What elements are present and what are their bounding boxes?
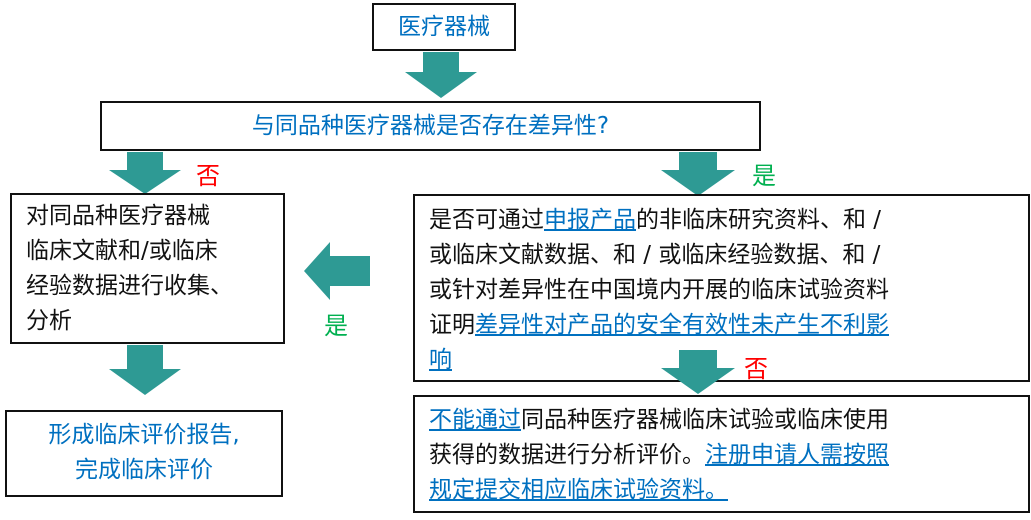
text: 是否可通过 <box>429 207 544 233</box>
no-label: 否 <box>744 355 768 383</box>
arrow-left-icon <box>304 242 370 300</box>
box-line: 或临床文献数据、和 / 或临床经验数据、和 / <box>429 242 881 268</box>
start-box: 医疗器械 <box>372 3 516 51</box>
text: 获得的数据进行分析评价。 <box>429 442 705 468</box>
link-applicant-requirement[interactable]: 注册申请人需按照 <box>705 442 889 468</box>
box-line: 对同品种医疗器械 <box>26 203 210 229</box>
link-cannot-pass[interactable]: 不能通过 <box>429 407 521 433</box>
box-line: 分析 <box>26 308 72 334</box>
difference-evidence-box: 是否可通过申报产品的非临床研究资料、和 / 或临床文献数据、和 / 或临床经验数… <box>413 194 1030 382</box>
start-label: 医疗器械 <box>398 14 490 40</box>
link-declared-product[interactable]: 申报产品 <box>544 207 636 233</box>
question-box: 与同品种医疗器械是否存在差异性? <box>100 101 761 151</box>
arrow-down-icon <box>661 152 735 196</box>
arrow-down-icon <box>661 350 735 394</box>
text: 同品种医疗器械临床试验或临床使用 <box>521 407 889 433</box>
clinical-trial-required-box: 不能通过同品种医疗器械临床试验或临床使用 获得的数据进行分析评价。注册申请人需按… <box>413 395 1030 513</box>
link-applicant-requirement-cont[interactable]: 规定提交相应临床试验资料。 <box>429 477 728 503</box>
link-no-adverse-effect-cont[interactable]: 响 <box>429 347 452 373</box>
evaluation-report-box: 形成临床评价报告, 完成临床评价 <box>5 410 283 497</box>
box-line: 经验数据进行收集、 <box>26 273 233 299</box>
collect-data-box: 对同品种医疗器械 临床文献和/或临床 经验数据进行收集、 分析 <box>10 193 285 344</box>
arrow-down-icon <box>405 52 477 98</box>
box-line: 完成临床评价 <box>75 457 213 483</box>
yes-label: 是 <box>324 312 348 340</box>
yes-label: 是 <box>752 162 776 190</box>
no-label: 否 <box>196 162 220 190</box>
box-line: 或针对差异性在中国境内开展的临床试验资料 <box>429 277 889 303</box>
box-line: 形成临床评价报告, <box>48 422 240 448</box>
link-no-adverse-effect[interactable]: 差异性对产品的安全有效性未产生不利影 <box>475 312 889 338</box>
arrow-down-icon <box>109 152 181 194</box>
arrow-down-icon <box>109 345 181 395</box>
question-label: 与同品种医疗器械是否存在差异性? <box>251 113 610 139</box>
text: 证明 <box>429 312 475 338</box>
box-line: 临床文献和/或临床 <box>26 238 218 264</box>
text: 的非临床研究资料、和 / <box>636 207 882 233</box>
